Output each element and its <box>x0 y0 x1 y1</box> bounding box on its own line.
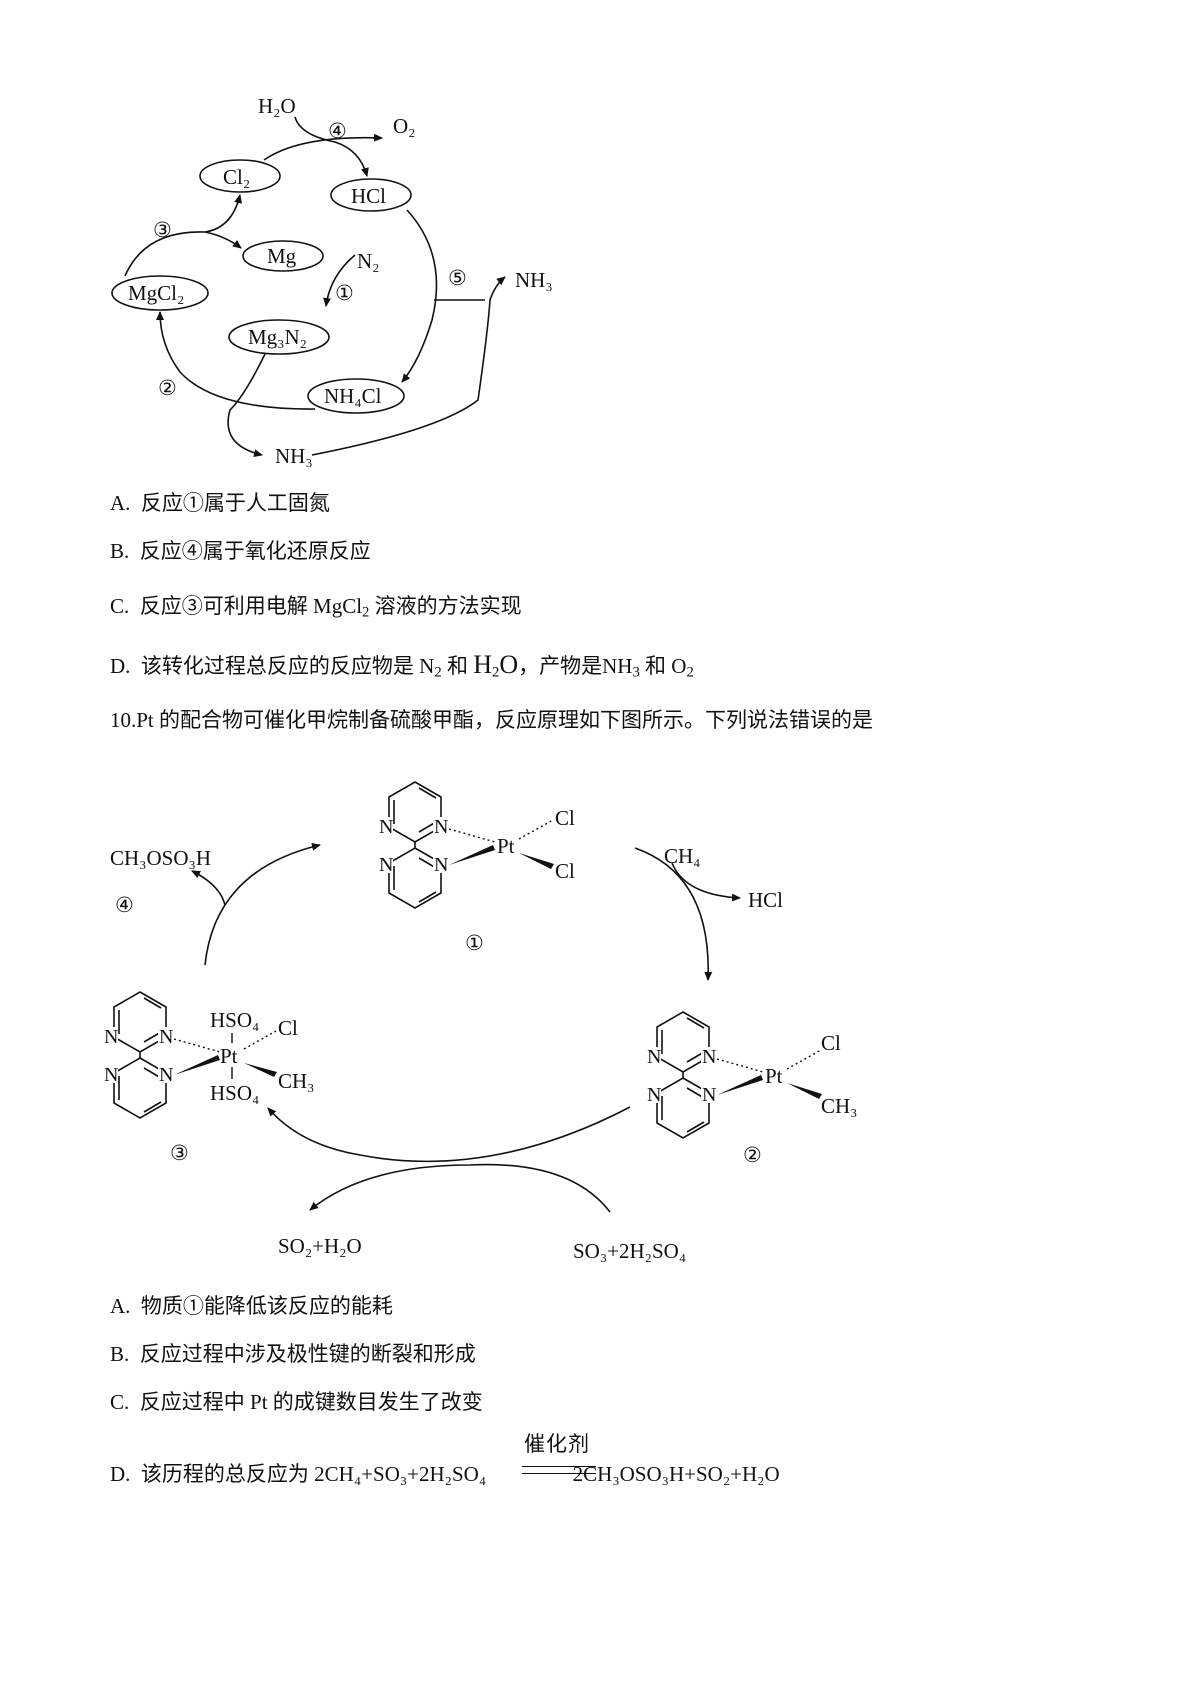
svg-text:HSO₄: HSO₄ <box>210 1008 259 1032</box>
q10-option-a: A. 物质①能降低该反应的能耗 <box>110 1294 393 1318</box>
label-so3-h2so4: SO₃+2H₂SO₄ <box>573 1239 686 1263</box>
svg-text:HSO₄: HSO₄ <box>210 1081 259 1105</box>
svg-text:N: N <box>647 1046 661 1068</box>
label-o2: O₂ <box>393 114 416 138</box>
question-text: Pt 的配合物可催化甲烷制备硫酸甲酯，反应原理如下图所示。下列说法错误的是 <box>136 708 874 732</box>
node-label-mg3n2: Mg₃N₂ <box>248 325 307 349</box>
svg-text:CH₃: CH₃ <box>821 1094 858 1118</box>
arrow-so3-to-so2 <box>309 1163 611 1213</box>
label-ch4: CH₄ <box>664 844 701 868</box>
arrow-cl2-to-o2 <box>263 133 383 161</box>
label-step5: ⑤ <box>448 266 467 290</box>
label-step4: ④ <box>328 119 347 143</box>
q9-option-b: B. 反应④属于氧化还原反应 <box>110 539 371 563</box>
label-n2: N₂ <box>357 249 380 273</box>
arrow-step1 <box>323 254 356 307</box>
svg-text:N: N <box>434 854 448 876</box>
label-nh3-bottom: NH₃ <box>275 444 313 468</box>
q10-option-b: B. 反应过程中涉及极性键的断裂和形成 <box>110 1342 476 1366</box>
label-ch3oso3h: CH₃OSO₃H <box>110 846 211 870</box>
arrow-nh3-recycle <box>311 276 506 456</box>
svg-text:②: ② <box>743 1143 762 1167</box>
arrow-h2o-to-hcl <box>294 116 369 177</box>
svg-text:N: N <box>159 1026 173 1048</box>
svg-text:Pt: Pt <box>497 834 515 858</box>
arrow-step3-cl2 <box>124 194 242 277</box>
svg-text:N: N <box>647 1084 661 1106</box>
svg-text:Pt: Pt <box>220 1044 238 1068</box>
label-nh3-right: NH₃ <box>515 268 553 292</box>
arrow-ch4-in <box>671 862 741 902</box>
equation-lhs: 2CH₄+SO₃+2H₂SO₄ <box>314 1462 487 1486</box>
arrow-step5 <box>401 209 438 383</box>
node-nh4cl <box>307 378 405 414</box>
svg-text:N: N <box>434 816 448 838</box>
svg-text:N: N <box>702 1046 716 1068</box>
svg-text:①: ① <box>465 931 484 955</box>
arrow-mg3n2-to-nh3 <box>227 353 266 458</box>
node-label-hcl: HCl <box>351 184 386 208</box>
svg-text:Pt: Pt <box>765 1064 783 1088</box>
q9-option-a: A. 反应①属于人工固氮 <box>110 491 330 515</box>
arrow-1-to-2 <box>634 847 713 981</box>
catalyst-label: 催化剂 <box>524 1432 590 1456</box>
q10-option-c: C. 反应过程中 Pt 的成键数目发生了改变 <box>110 1390 483 1414</box>
node-mg <box>242 240 324 272</box>
svg-text:N: N <box>159 1064 173 1086</box>
node-label-nh4cl: NH₄Cl <box>324 384 382 408</box>
node-hcl <box>330 178 412 212</box>
svg-text:Cl: Cl <box>821 1031 841 1055</box>
q9-option-c: C. 反应③可利用电解 MgCl2 溶液的方法实现 <box>110 594 522 621</box>
label-hcl: HCl <box>748 888 783 912</box>
svg-text:③: ③ <box>170 1141 189 1165</box>
label-h2o: H₂O <box>258 94 296 118</box>
svg-text:Cl: Cl <box>555 859 575 883</box>
complex-3: N N N N Pt HSO₄ HSO₄ Cl CH₃ ③ <box>104 991 315 1165</box>
label-step2: ② <box>158 376 177 400</box>
reaction-equals-sign <box>522 1466 596 1474</box>
svg-text:N: N <box>379 854 393 876</box>
q10-stem: 10.Pt 的配合物可催化甲烷制备硫酸甲酯，反应原理如下图所示。下列说法错误的是 <box>110 704 873 734</box>
arrow-2-to-3 <box>267 1106 631 1163</box>
svg-text:Cl: Cl <box>278 1016 298 1040</box>
label-step3: ③ <box>153 218 172 242</box>
question-number: 10. <box>110 708 137 732</box>
node-mgcl2 <box>111 275 209 311</box>
q9-option-d: D. 该转化过程总反应的反应物是 N2 和 H2O，产物是NH3 和 O2 <box>110 650 694 681</box>
node-mg3n2 <box>228 319 330 355</box>
node-label-cl2: Cl₂ <box>223 165 250 189</box>
arrow-step2 <box>156 311 316 410</box>
svg-text:Cl: Cl <box>555 806 575 830</box>
complex-2: N N N N Pt Cl CH₃ ② <box>647 1011 858 1167</box>
svg-text:N: N <box>104 1064 118 1086</box>
node-cl2 <box>199 159 281 193</box>
svg-text:CH₃: CH₃ <box>278 1069 315 1093</box>
label-step4-circ: ④ <box>115 893 134 917</box>
svg-text:N: N <box>379 816 393 838</box>
nitrogen-cycle-diagram: H₂O O₂ ④ Cl₂ HCl ③ Mg N₂ ① ⑤ NH₃ MgCl₂ M… <box>111 94 553 468</box>
arrow-step3-mg <box>204 231 242 249</box>
q10-option-d: D. 该历程的总反应为 2CH₄+SO₃+2H₂SO₄ 2CH₃OSO₃H+SO… <box>110 1462 780 1486</box>
complex-1: N N N N Pt Cl Cl ① <box>379 781 575 955</box>
label-so2-h2o: SO₂+H₂O <box>278 1234 362 1258</box>
node-label-mgcl2: MgCl₂ <box>128 281 184 305</box>
arrow-release-ch3oso3h <box>191 870 226 906</box>
svg-text:N: N <box>104 1026 118 1048</box>
node-label-mg: Mg <box>267 244 297 268</box>
svg-text:N: N <box>702 1084 716 1106</box>
label-step1: ① <box>335 281 354 305</box>
equation-rhs: 2CH₃OSO₃H+SO₂+H₂O <box>572 1462 780 1486</box>
arrow-3-to-1 <box>204 842 321 966</box>
